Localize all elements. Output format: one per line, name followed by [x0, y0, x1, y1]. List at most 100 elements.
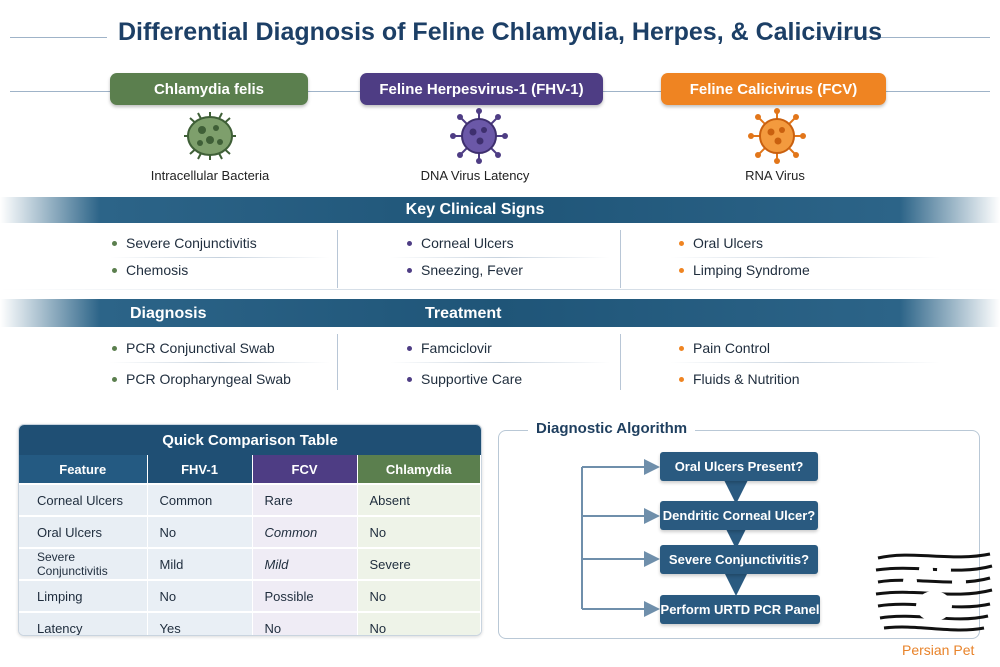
clinical-signs-band: [0, 197, 1000, 223]
list-item: Severe Conjunctivitis: [112, 235, 257, 251]
diagnosis-treatment-band: [0, 299, 1000, 327]
agent-pill-chlamydia: Chlamydia felis: [110, 73, 308, 105]
algorithm-step: Perform URTD PCR Panel: [660, 595, 820, 624]
fhv1-cell: Yes: [147, 611, 253, 635]
list-item: Pain Control: [679, 340, 770, 356]
header-chlamydia: Chlamydia: [357, 455, 481, 484]
chlamydia-cell: Absent: [357, 483, 481, 516]
divider-line: [110, 362, 330, 363]
paw-print-icon: [875, 552, 993, 632]
header-fcv: FCV: [252, 455, 358, 484]
table-title: Quick Comparison Table: [19, 425, 481, 455]
page-title: Differential Diagnosis of Feline Chlamyd…: [117, 18, 883, 46]
feature-cell: Corneal Ulcers: [19, 483, 148, 516]
fcv-cell: Possible: [252, 579, 358, 612]
diagnosis-item: PCR Oropharyngeal Swab: [126, 371, 291, 387]
brand-logo-text: Persian Pet: [902, 642, 975, 658]
pill-connector: [603, 91, 661, 92]
clinical-sign: Limping Syndrome: [693, 262, 810, 278]
algorithm-title: Diagnostic Algorithm: [528, 420, 696, 437]
fhv1-cell: No: [147, 579, 253, 612]
feature-cell: Limping: [19, 579, 148, 612]
title-rule-left: [10, 37, 107, 38]
bullet-dot: [112, 376, 117, 382]
bullet-dot: [112, 240, 117, 246]
fhv1-cell: No: [147, 515, 253, 548]
table-row: Oral Ulcers No Common No: [19, 515, 481, 548]
divider-line: [0, 289, 1000, 290]
table-row: Corneal Ulcers Common Rare Absent: [19, 483, 481, 516]
divider-line: [670, 257, 940, 258]
fhv1-cell: Mild: [147, 547, 253, 580]
list-item: Famciclovir: [407, 340, 492, 356]
divider-line: [390, 362, 610, 363]
agent-pill-fcv: Feline Calicivirus (FCV): [661, 73, 886, 105]
table-row: Latency Yes No No: [19, 611, 481, 635]
diagnosis-item: PCR Conjunctival Swab: [126, 340, 275, 356]
treatment-item: Fluids & Nutrition: [693, 371, 800, 387]
virus-icon: [450, 108, 508, 164]
list-item: PCR Conjunctival Swab: [112, 340, 275, 356]
divider-line: [110, 257, 330, 258]
clinical-sign: Severe Conjunctivitis: [126, 235, 257, 251]
list-item: Oral Ulcers: [679, 235, 763, 251]
feature-cell: Oral Ulcers: [19, 515, 148, 548]
treatment-heading: Treatment: [425, 305, 502, 322]
column-divider: [337, 334, 338, 390]
bullet-dot: [112, 345, 117, 351]
pill-connector: [886, 91, 990, 92]
bullet-dot: [112, 267, 117, 273]
bullet-dot: [679, 240, 684, 246]
bullet-dot: [679, 376, 684, 382]
diagnostic-algorithm-panel: [498, 430, 980, 639]
bullet-dot: [407, 240, 412, 246]
column-divider: [337, 230, 338, 288]
algorithm-step: Oral Ulcers Present?: [660, 452, 818, 481]
chlamydia-cell: No: [357, 515, 481, 548]
fcv-cell: No: [252, 611, 358, 635]
algorithm-connectors: [581, 459, 748, 617]
fhv1-cell: Common: [147, 483, 253, 516]
table-row: Severe Conjunctivitis Mild Mild Severe: [19, 547, 481, 580]
chlamydia-cell: No: [357, 611, 481, 635]
treatment-item: Supportive Care: [421, 371, 523, 387]
pill-connector: [10, 91, 110, 92]
list-item: Chemosis: [112, 262, 188, 278]
chlamydia-cell: No: [357, 579, 481, 612]
bullet-dot: [407, 267, 412, 273]
title-rule-right: [815, 37, 990, 38]
fcv-cell: Mild: [252, 547, 358, 580]
column-divider: [620, 334, 621, 390]
virus-icon: [748, 108, 806, 164]
list-item: Limping Syndrome: [679, 262, 810, 278]
clinical-sign: Corneal Ulcers: [421, 235, 514, 251]
list-item: Fluids & Nutrition: [679, 371, 800, 387]
divider-line: [390, 257, 610, 258]
list-item: Corneal Ulcers: [407, 235, 514, 251]
fcv-cell: Common: [252, 515, 358, 548]
bullet-dot: [679, 345, 684, 351]
agent-subtitle: Intracellular Bacteria: [150, 168, 270, 183]
diagnosis-heading: Diagnosis: [130, 305, 207, 322]
bullet-dot: [407, 376, 412, 382]
algorithm-step: Severe Conjunctivitis?: [660, 545, 818, 574]
chlamydia-cell: Severe: [357, 547, 481, 580]
column-divider: [620, 230, 621, 288]
table-header-row: Feature FHV-1 FCV Chlamydia: [19, 455, 481, 484]
list-item: Supportive Care: [407, 371, 522, 387]
header-fhv1: FHV-1: [147, 455, 253, 484]
clinical-sign: Chemosis: [126, 262, 189, 278]
divider-line: [670, 362, 940, 363]
clinical-sign: Oral Ulcers: [693, 235, 764, 251]
header-feature: Feature: [19, 455, 148, 484]
feature-cell: Latency: [19, 611, 148, 635]
clinical-sign: Sneezing, Fever: [421, 262, 523, 278]
list-item: Sneezing, Fever: [407, 262, 523, 278]
treatment-item: Pain Control: [693, 340, 771, 356]
algorithm-step: Dendritic Corneal Ulcer?: [660, 501, 818, 530]
bullet-dot: [679, 267, 684, 273]
list-item: PCR Oropharyngeal Swab: [112, 371, 291, 387]
pill-connector: [308, 91, 360, 92]
bullet-dot: [407, 345, 412, 351]
agent-pill-fhv1: Feline Herpesvirus-1 (FHV-1): [360, 73, 603, 105]
